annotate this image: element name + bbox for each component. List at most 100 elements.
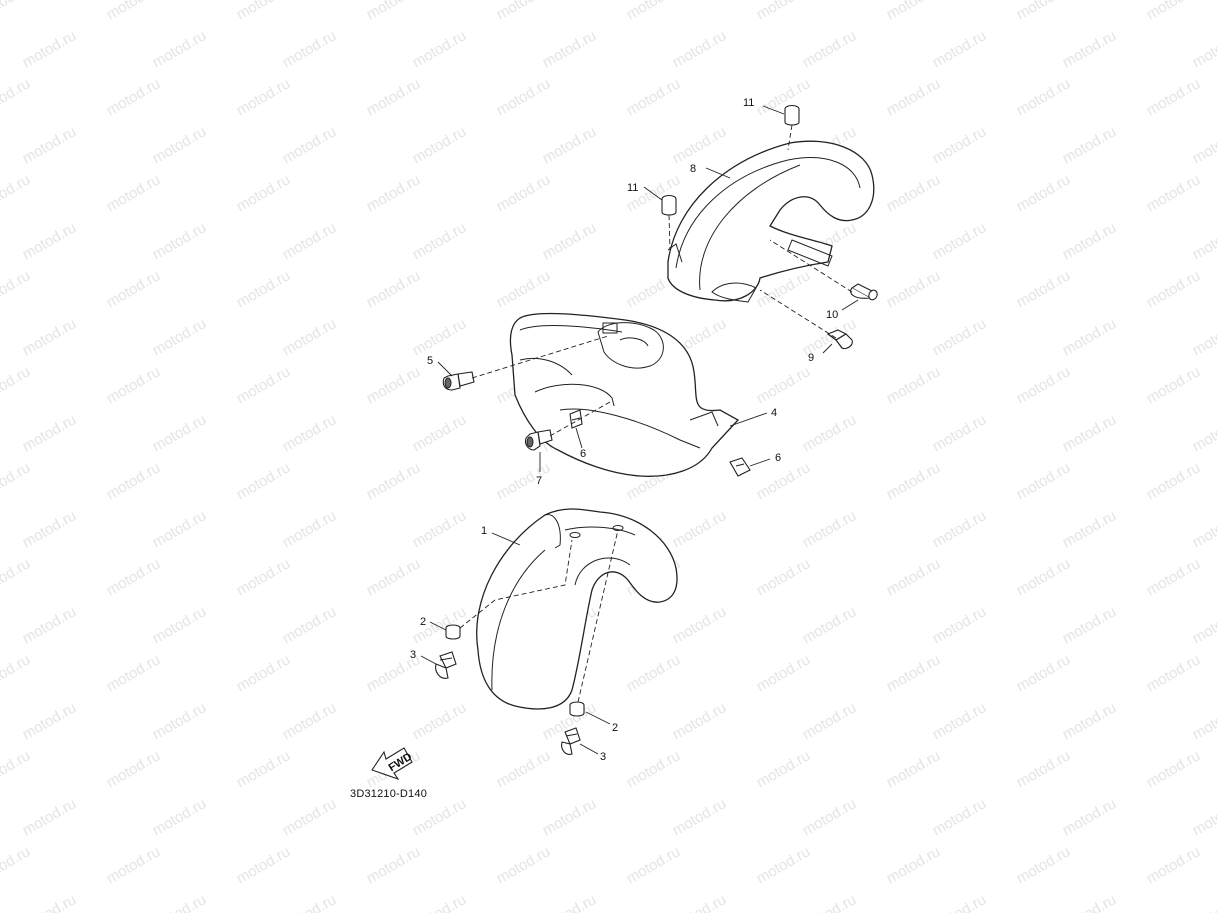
watermark-text: motod.ru <box>20 795 80 839</box>
watermark-text: motod.ru <box>1190 27 1217 71</box>
watermark-text: motod.ru <box>150 27 210 71</box>
watermark-text: motod.ru <box>670 507 730 551</box>
watermark-text: motod.ru <box>1144 747 1204 791</box>
part-7-bolt <box>524 429 553 451</box>
watermark-text: motod.ru <box>670 27 730 71</box>
callout-6a: 6 <box>580 448 586 460</box>
watermark-text: motod.ru <box>624 843 684 887</box>
watermark-text: motod.ru <box>1060 507 1120 551</box>
watermark-text: motod.ru <box>0 171 33 215</box>
watermark-text: motod.ru <box>884 555 944 599</box>
callout-6b: 6 <box>775 452 781 464</box>
watermark-text: motod.ru <box>624 0 684 23</box>
watermark-text: motod.ru <box>104 171 164 215</box>
watermark-text: motod.ru <box>104 843 164 887</box>
callout-2a: 2 <box>420 616 426 628</box>
watermark-text: motod.ru <box>104 459 164 503</box>
watermark-text: motod.ru <box>410 123 470 167</box>
watermark-text: motod.ru <box>410 507 470 551</box>
watermark-text: motod.ru <box>234 555 294 599</box>
watermark-text: motod.ru <box>20 219 80 263</box>
watermark-text: motod.ru <box>884 75 944 119</box>
watermark-text: motod.ru <box>930 891 990 913</box>
watermark-text: motod.ru <box>150 699 210 743</box>
watermark-text: motod.ru <box>280 411 340 455</box>
watermark-text: motod.ru <box>364 75 424 119</box>
watermark-text: motod.ru <box>670 795 730 839</box>
part-9-bolt <box>826 329 853 350</box>
watermark-text: motod.ru <box>624 747 684 791</box>
callout-11b: 11 <box>627 182 638 194</box>
watermark-text: motod.ru <box>930 411 990 455</box>
watermark-text: motod.ru <box>800 27 860 71</box>
watermark-text: motod.ru <box>280 507 340 551</box>
watermark-text: motod.ru <box>884 651 944 695</box>
watermark-text: motod.ru <box>280 123 340 167</box>
watermark-text: motod.ru <box>234 267 294 311</box>
watermark-text: motod.ru <box>754 363 814 407</box>
watermark-text: motod.ru <box>1144 0 1204 23</box>
watermark-text: motod.ru <box>670 123 730 167</box>
watermark-text: motod.ru <box>1060 315 1120 359</box>
part-3-bolt-upper <box>435 651 457 679</box>
watermark-text: motod.ru <box>1014 363 1074 407</box>
watermark-text: motod.ru <box>234 171 294 215</box>
watermark-text: motod.ru <box>20 411 80 455</box>
watermark-text: motod.ru <box>1190 123 1217 167</box>
callout-2b: 2 <box>612 722 618 734</box>
watermark-text: motod.ru <box>884 0 944 23</box>
watermark-text: motod.ru <box>754 459 814 503</box>
watermark-text: motod.ru <box>754 843 814 887</box>
watermark-text: motod.ru <box>930 123 990 167</box>
watermark-text: motod.ru <box>20 507 80 551</box>
watermark-text: motod.ru <box>754 651 814 695</box>
watermark-text: motod.ru <box>1014 267 1074 311</box>
watermark-text: motod.ru <box>280 315 340 359</box>
callout-1: 1 <box>481 525 487 537</box>
watermark-text: motod.ru <box>20 123 80 167</box>
watermark-text: motod.ru <box>104 267 164 311</box>
watermark-text: motod.ru <box>884 267 944 311</box>
watermark-text: motod.ru <box>0 651 33 695</box>
watermark-text: motod.ru <box>20 699 80 743</box>
watermark-text: motod.ru <box>800 699 860 743</box>
watermark-text: motod.ru <box>494 0 554 23</box>
part-6-clip-right <box>729 457 751 477</box>
watermark-text: motod.ru <box>670 699 730 743</box>
watermark-text: motod.ru <box>1144 651 1204 695</box>
watermark-text: motod.ru <box>150 219 210 263</box>
watermark-text: motod.ru <box>1014 0 1074 23</box>
watermark-text: motod.ru <box>234 363 294 407</box>
watermark-text: motod.ru <box>494 267 554 311</box>
watermark-text: motod.ru <box>104 555 164 599</box>
watermark-text: motod.ru <box>20 891 80 913</box>
watermark-text: motod.ru <box>150 315 210 359</box>
watermark-text: motod.ru <box>1144 363 1204 407</box>
watermark-text: motod.ru <box>930 315 990 359</box>
watermark-text: motod.ru <box>930 219 990 263</box>
watermark-text: motod.ru <box>624 651 684 695</box>
callout-5: 5 <box>427 355 433 367</box>
part-6-clip-center <box>569 409 583 429</box>
watermark-text: motod.ru <box>150 411 210 455</box>
watermark-text: motod.ru <box>104 363 164 407</box>
watermark-text: motod.ru <box>0 843 33 887</box>
watermark-text: motod.ru <box>1014 75 1074 119</box>
watermark-text: motod.ru <box>0 75 33 119</box>
watermark-text: motod.ru <box>1190 219 1217 263</box>
watermark-text: motod.ru <box>884 363 944 407</box>
watermark-text: motod.ru <box>930 603 990 647</box>
watermark-text: motod.ru <box>884 171 944 215</box>
watermark-text: motod.ru <box>104 651 164 695</box>
callout-9: 9 <box>808 352 814 364</box>
watermark-text: motod.ru <box>494 843 554 887</box>
part-10-collar <box>850 283 878 301</box>
watermark-text: motod.ru <box>150 795 210 839</box>
part-2-collar-lower <box>569 701 585 717</box>
watermark-text: motod.ru <box>234 843 294 887</box>
watermark-text: motod.ru <box>234 651 294 695</box>
watermark-text: motod.ru <box>280 603 340 647</box>
callout-10: 10 <box>826 309 838 321</box>
watermark-text: motod.ru <box>104 75 164 119</box>
watermark-text: motod.ru <box>494 747 554 791</box>
